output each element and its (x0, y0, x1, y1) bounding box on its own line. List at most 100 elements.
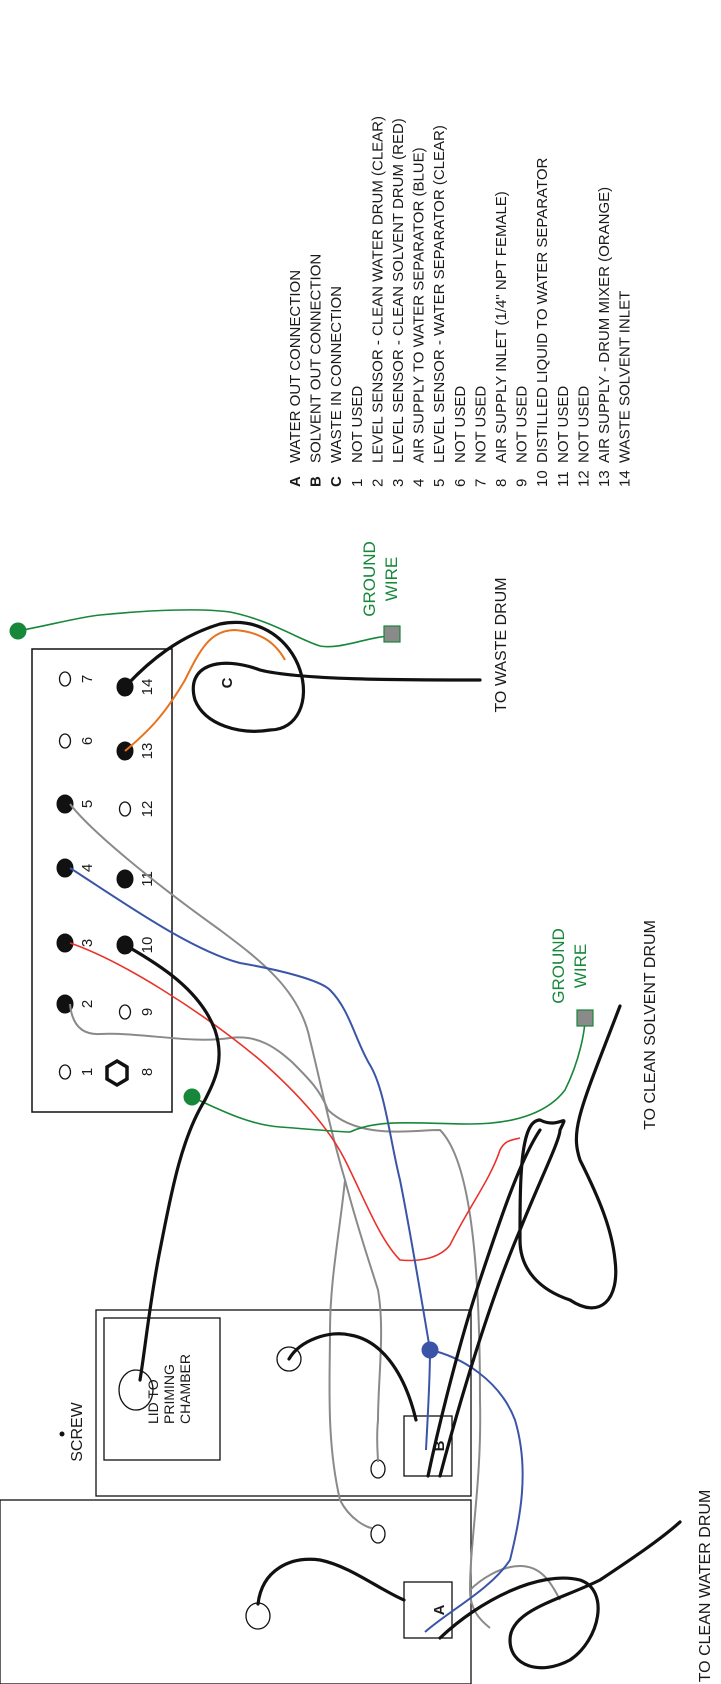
connection-c-label: C (219, 677, 236, 688)
port-label-3: 3 (79, 939, 96, 947)
ground-lug-upper (383, 625, 401, 643)
port-label-7: 7 (79, 675, 96, 683)
gray-wire-port-2 (69, 1003, 491, 1629)
ground-wire-upper (17, 609, 393, 648)
legend-code-3: 3 (390, 479, 407, 487)
to-clean-solvent-drum-label: TO CLEAN SOLVENT DRUM (642, 920, 659, 1130)
connection-box-a-label: A (431, 1604, 448, 1615)
legend-text-1: NOT USED (349, 386, 366, 463)
legend-code-1: 1 (349, 479, 366, 487)
legend-code-9: 9 (514, 479, 531, 487)
legend-code-13: 13 (596, 470, 613, 487)
chamber-fitting-small-2 (370, 1524, 386, 1544)
legend-text-6: NOT USED (452, 386, 469, 463)
port-label-5: 5 (79, 800, 96, 808)
tube-chamber-upper-loop (287, 1332, 418, 1422)
port-label-8: 8 (139, 1068, 156, 1076)
port-11[interactable] (116, 869, 134, 889)
lid-label-line3: CHAMBER (177, 1354, 193, 1424)
ground-wire-upper-label-line2: WIRE (382, 557, 401, 601)
blue-wires (69, 867, 524, 1633)
legend-text-b: SOLVENT OUT CONNECTION (308, 254, 325, 463)
screw-icon (59, 1431, 65, 1437)
lid-label-line1: LID TO (145, 1379, 161, 1424)
legend-text-c: WASTE IN CONNECTION (328, 286, 345, 463)
port-panel: 1 2 3 4 5 6 7 8 9 10 11 12 13 14 (31, 648, 173, 1113)
gray-wire-port-5 (69, 803, 383, 1463)
legend-text-2: LEVEL SENSOR - CLEAN WATER DRUM (CLEAR) (369, 116, 386, 463)
legend-code-10: 10 (534, 470, 551, 487)
port-7[interactable] (58, 671, 72, 687)
legend-code-11: 11 (555, 471, 572, 487)
port-label-4: 4 (79, 864, 96, 872)
to-clean-water-drum-label: TO CLEAN WATER DRUM (697, 1490, 714, 1683)
port-label-9: 9 (139, 1008, 156, 1016)
legend: A WATER OUT CONNECTION B SOLVENT OUT CONNEC… (287, 116, 634, 487)
port-4[interactable] (56, 858, 74, 878)
black-tubes (123, 620, 682, 1670)
port-3[interactable] (56, 933, 74, 953)
port-label-10: 10 (139, 937, 156, 954)
chamber-fitting-small-1 (370, 1459, 386, 1479)
ground-lug-lower (576, 1009, 594, 1027)
legend-code-a: A (287, 476, 304, 487)
port-12[interactable] (118, 801, 132, 817)
tube-b-main (426, 1128, 542, 1478)
legend-code-4: 4 (411, 479, 428, 487)
lid-label-line2: PRIMING (161, 1364, 177, 1424)
ground-wire-lower-label-line1: GROUND (549, 928, 568, 1004)
machine-body: LID TO PRIMING CHAMBER A B SCREW (0, 1309, 472, 1684)
lower-chamber-frame (0, 1499, 472, 1684)
ground-wire-lower-label-line2: WIRE (571, 944, 590, 988)
port-label-11: 11 (139, 871, 156, 887)
legend-text-5: LEVEL SENSOR - WATER SEPARATOR (CLEAR) (431, 125, 448, 463)
screw-label: SCREW (69, 1401, 86, 1461)
legend-code-7: 7 (472, 479, 489, 487)
tube-port-10-to-lid (123, 943, 221, 1382)
port-9[interactable] (118, 1004, 132, 1020)
port-6[interactable] (58, 733, 72, 749)
gray-wire-port-5-branch (328, 1179, 373, 1529)
legend-text-11: NOT USED (555, 386, 572, 463)
port-number-labels: 1 2 3 4 5 6 7 8 9 10 11 12 13 14 (79, 675, 156, 1076)
port-label-2: 2 (79, 1000, 96, 1008)
legend-text-9: NOT USED (514, 386, 531, 463)
chamber-fitting-lower (245, 1602, 271, 1630)
legend-code-c: C (328, 476, 345, 487)
port-label-6: 6 (79, 737, 96, 745)
port-1[interactable] (58, 1064, 72, 1080)
tube-chamber-lower-loop (256, 1557, 406, 1606)
gray-wires (69, 803, 561, 1629)
tube-a-to-clean-water (438, 1520, 682, 1670)
connection-box-b-label: B (431, 1440, 448, 1451)
to-waste-drum-label: TO WASTE DRUM (493, 577, 510, 712)
blue-wire-to-b (425, 1349, 431, 1451)
legend-text-3: LEVEL SENSOR - CLEAN SOLVENT DRUM (RED) (390, 118, 407, 463)
ground-wires (17, 609, 586, 1133)
port-row-top (56, 671, 74, 1080)
priming-chamber-lid[interactable] (118, 1369, 154, 1411)
legend-text-10: DISTILLED LIQUID TO WATER SEPARATOR (534, 157, 551, 463)
legend-text-12: NOT USED (575, 386, 592, 463)
ground-wire-lower (191, 1017, 586, 1133)
port-5[interactable] (56, 794, 74, 814)
port-8-hex-fitting[interactable] (105, 1058, 129, 1088)
gray-wire-branch-lower (469, 1564, 561, 1601)
legend-code-5: 5 (431, 479, 448, 487)
legend-text-7: NOT USED (472, 386, 489, 463)
port-label-14: 14 (139, 679, 156, 696)
legend-code-8: 8 (493, 479, 510, 487)
ground-terminal-upper (9, 622, 27, 640)
ground-terminal-lower (183, 1088, 201, 1106)
blue-junction (421, 1341, 439, 1359)
legend-text-8: AIR SUPPLY INLET (1/4" NPT FEMALE) (493, 191, 510, 463)
orange-wire-port-13 (124, 628, 286, 752)
port-label-12: 12 (139, 801, 156, 818)
tube-waste-c-loop (123, 620, 482, 733)
port-2[interactable] (56, 994, 74, 1014)
legend-code-14: 14 (617, 470, 634, 487)
blue-wire-port-4 (69, 867, 431, 1351)
legend-text-a: WATER OUT CONNECTION (287, 270, 304, 463)
legend-code-b: B (308, 476, 325, 487)
